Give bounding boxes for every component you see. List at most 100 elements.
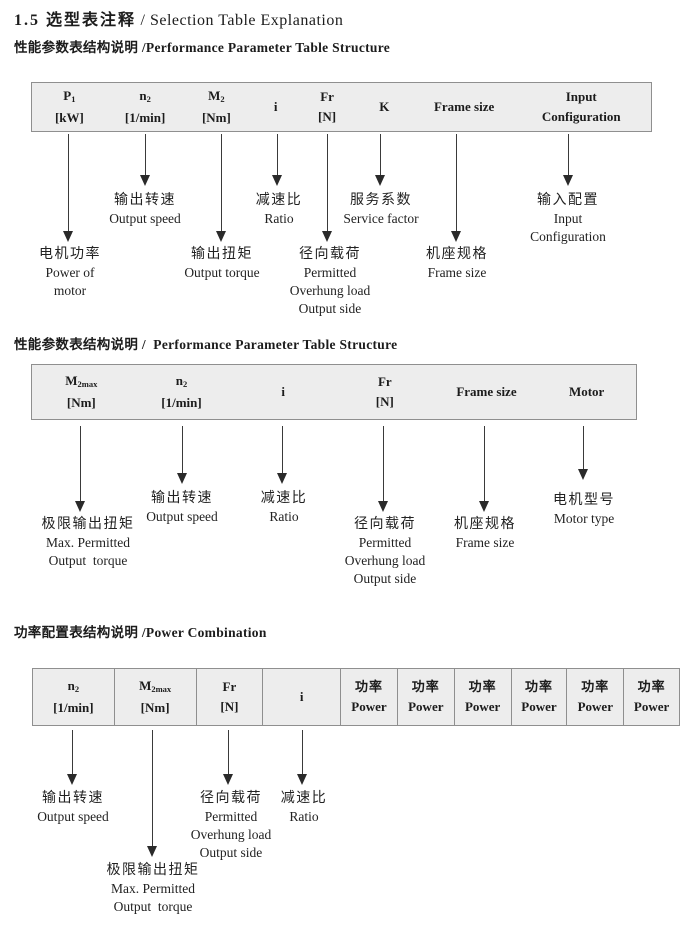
table-cell-line: K bbox=[379, 98, 390, 114]
down-arrow-icon bbox=[176, 426, 188, 484]
arrow-shaft bbox=[71, 730, 73, 774]
table-cell-line: [Nm] bbox=[66, 394, 96, 410]
table-cell-line: Power bbox=[633, 699, 670, 714]
table-header-cell: Fr [N] bbox=[195, 669, 263, 725]
arrow-shaft bbox=[151, 730, 153, 846]
table-cell-line: n2 bbox=[175, 373, 188, 390]
annotation-label-line: motor bbox=[53, 283, 87, 298]
arrow-shaft bbox=[79, 426, 81, 501]
table-cell-line: Frame size bbox=[433, 98, 495, 114]
table-header-cell: Motor bbox=[537, 365, 636, 419]
down-arrow-icon bbox=[478, 426, 490, 512]
table-cell-line: Fr bbox=[320, 88, 334, 104]
arrow-shaft bbox=[483, 426, 485, 501]
annotation-label-line: Service factor bbox=[343, 211, 419, 226]
table-cell-line: 功率 bbox=[411, 678, 440, 694]
table-cell-line: i bbox=[273, 98, 278, 114]
arrow-head bbox=[277, 473, 287, 484]
table-cell-line: [Nm] bbox=[140, 699, 170, 715]
table-header-cell: Fr[N] bbox=[334, 365, 436, 419]
table-header-cell: i bbox=[249, 83, 302, 131]
annotation-label-line: 服务系数 bbox=[350, 193, 412, 208]
annotation-label-line: Ratio bbox=[289, 809, 319, 824]
table-cell-line: i bbox=[299, 688, 304, 704]
table-cell-line: Power bbox=[351, 699, 387, 714]
table-cell-line: 功率 bbox=[637, 678, 666, 694]
table-header-cell: n2[1/min] bbox=[33, 669, 114, 725]
table-header-cell: Frame size bbox=[436, 365, 538, 419]
table-cell-line: n2 bbox=[139, 88, 151, 105]
arrow-head bbox=[140, 175, 150, 186]
annotation-label-line: Frame size bbox=[455, 535, 515, 550]
annotation-label-line: Permitted bbox=[358, 535, 412, 550]
annotation-label-line: Output side bbox=[353, 571, 417, 586]
annotation-label-line: 减速比 bbox=[260, 491, 308, 506]
table-header-cell: i bbox=[232, 365, 334, 419]
page-title: 1.5 选型表注释 / Selection Table Explanation bbox=[14, 6, 343, 30]
annotation-label-line: Overhung load bbox=[190, 827, 272, 842]
annotation-label-line: 径向载荷 bbox=[199, 791, 262, 806]
table-cell-line: [1/min] bbox=[124, 109, 166, 125]
down-arrow-icon bbox=[374, 134, 386, 186]
table-cell-line: [N] bbox=[220, 699, 239, 714]
table-cell-line: [N] bbox=[318, 109, 337, 124]
table-cell-line: Power bbox=[408, 699, 444, 714]
annotation-label-line: 径向载荷 bbox=[298, 247, 361, 262]
table-header-cell: M2[Nm] bbox=[184, 83, 250, 131]
table-cell-line: Configuration bbox=[541, 109, 621, 124]
table-header-cell: P1[kW] bbox=[32, 83, 107, 131]
down-arrow-icon bbox=[66, 730, 78, 785]
annotation-label-line: Output speed bbox=[37, 809, 109, 824]
arrow-head bbox=[378, 501, 388, 512]
table-header-cell: n2 [1/min] bbox=[107, 83, 184, 131]
annotation-label-line: 机座规格 bbox=[426, 247, 488, 262]
table-header-cell: n2[1/min] bbox=[131, 365, 233, 419]
table-cell-line: Frame size bbox=[456, 383, 517, 399]
arrow-shaft bbox=[382, 426, 384, 501]
table-cell-line: Fr bbox=[377, 373, 392, 389]
annotation-label-line: Frame size bbox=[427, 265, 487, 280]
arrow-head bbox=[75, 501, 85, 512]
table-header-cell: 功率 Power bbox=[623, 669, 679, 725]
annotation-label-line: Max. Permitted bbox=[111, 881, 195, 896]
table-cell-line: Fr bbox=[222, 678, 237, 694]
annotation-label-line: Ratio bbox=[264, 211, 294, 226]
table-cell-line: n2 bbox=[67, 678, 80, 695]
arrow-shaft bbox=[281, 426, 283, 473]
arrow-shaft bbox=[181, 426, 183, 473]
down-arrow-icon bbox=[146, 730, 158, 857]
table-header-cell: i bbox=[262, 669, 340, 725]
table-cell-line: P1 bbox=[63, 88, 76, 105]
table-cell-line: Power bbox=[464, 699, 501, 714]
arrow-shaft bbox=[326, 134, 328, 231]
annotation-label-line: 输出转速 bbox=[114, 193, 176, 208]
table-cell-line: 功率 bbox=[524, 678, 553, 694]
annotation-label-line: Output speed bbox=[146, 509, 218, 524]
annotation-label-line: 极限输出扭矩 bbox=[106, 863, 200, 878]
arrow-shaft bbox=[301, 730, 303, 774]
down-arrow-icon bbox=[577, 426, 589, 480]
down-arrow-icon bbox=[276, 426, 288, 484]
annotation-label-line: 极限输出扭矩 bbox=[41, 517, 135, 532]
table-header-cell: M2max[Nm] bbox=[113, 669, 196, 725]
down-arrow-icon bbox=[222, 730, 234, 785]
down-arrow-icon bbox=[271, 134, 283, 186]
annotation-label-line: 输出转速 bbox=[151, 491, 213, 506]
down-arrow-icon bbox=[74, 426, 86, 512]
